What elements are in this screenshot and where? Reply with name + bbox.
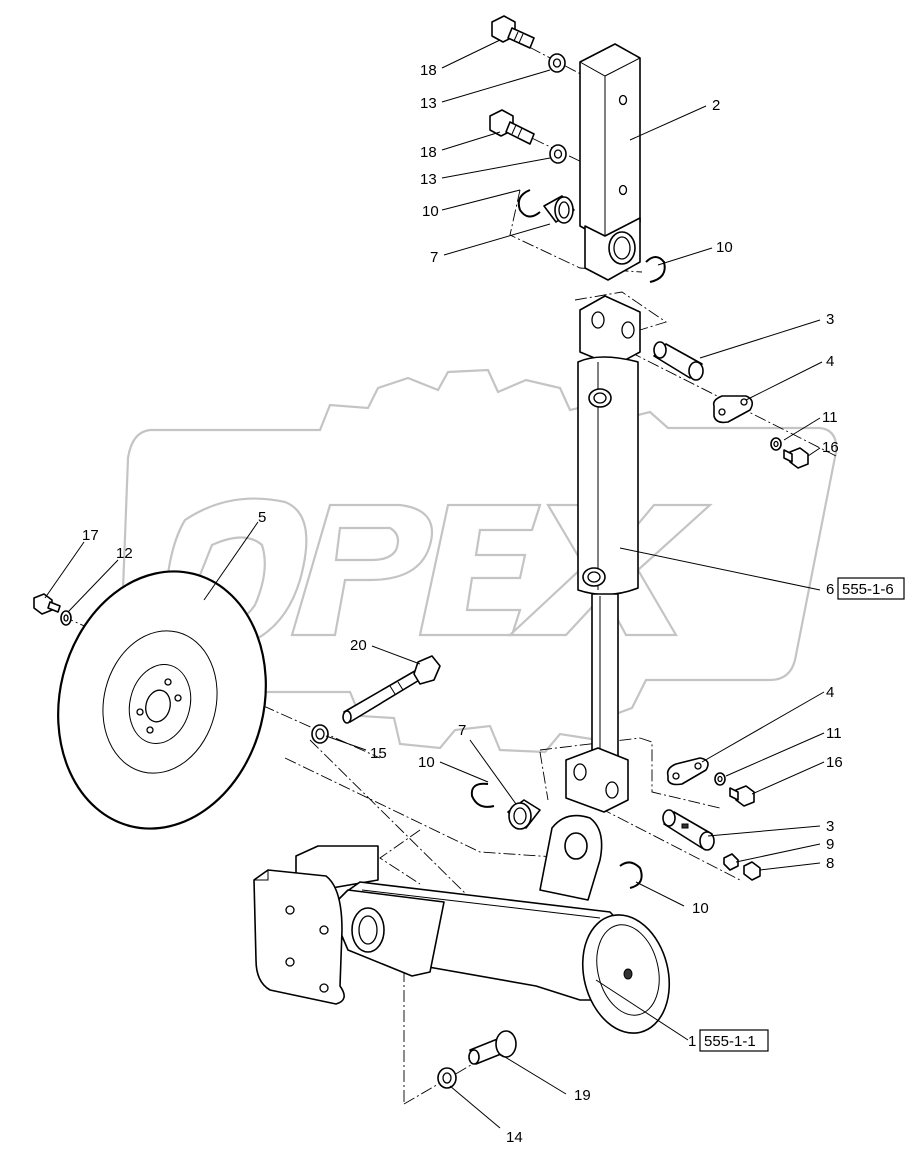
bearing-7-upper [543,195,575,224]
washer-12 [60,610,72,626]
bolt-19 [468,1030,517,1065]
callout-16-upper: 16 [822,439,839,456]
bolt-18-lower [489,109,535,145]
callout-10-b: 10 [716,239,733,256]
callout-15: 15 [370,745,387,762]
bolt-18-upper [491,15,535,49]
washer-13-upper [548,53,566,73]
bushing-15 [311,724,329,744]
callout-5: 5 [258,509,266,526]
part-1-main-arm [253,814,671,1034]
part-5-disc [57,570,267,830]
washer-14 [437,1067,457,1089]
callout-8: 8 [826,855,834,872]
callout-6: 6 [826,581,834,598]
washer-11-upper [770,437,782,451]
callout-10-c: 10 [418,754,435,771]
callout-labels: 18 13 2 18 13 10 7 10 3 4 11 16 5 17 12 … [82,62,905,1146]
ref-555-1-6: 555-1-6 [842,581,894,598]
callout-1: 1 [688,1033,696,1050]
pin-3-upper [653,341,704,381]
pin-3-lower [662,809,715,851]
ref-555-1-1: 555-1-1 [704,1033,756,1050]
bolt-16-upper [783,447,809,469]
callout-9: 9 [826,836,834,853]
callout-3-upper: 3 [826,311,834,328]
callout-20: 20 [350,637,367,654]
callout-3-lower: 3 [826,818,834,835]
washer-11-lower [714,772,726,786]
circlip-10-upper-right [645,256,666,283]
callout-16-lower: 16 [826,754,843,771]
bearing-7-lower [507,799,541,830]
callout-18-lower: 18 [420,144,437,161]
callout-2: 2 [712,97,720,114]
callout-10-a: 10 [422,203,439,220]
callout-13-lower: 13 [420,171,437,188]
leader-lines [44,39,825,1129]
bolt-16-lower [729,785,755,807]
callout-14: 14 [506,1129,523,1146]
part-2-upper-bracket [579,43,641,281]
circlip-10-upper-left [517,189,541,218]
circlip-10-lower-left [470,782,495,808]
callout-11-lower: 11 [826,725,842,742]
plate-4-upper [712,395,754,424]
bolt-17 [33,593,61,615]
ref-box-555-1-6 [837,577,905,600]
washer-13-lower [549,144,567,164]
cap-8 [743,861,761,881]
callout-4-upper: 4 [826,353,834,370]
callout-4-lower: 4 [826,684,834,701]
grease-nipple-9 [723,853,739,871]
callout-18-upper: 18 [420,62,437,79]
part-6-cylinder [565,295,641,813]
callout-17: 17 [82,527,99,544]
callout-10-d: 10 [692,900,709,917]
bolt-20 [342,655,441,724]
ref-box-555-1-1 [699,1029,769,1052]
plate-4-lower [666,757,709,786]
callout-7-lower: 7 [458,722,466,739]
circlip-10-lower-right [619,861,643,889]
callout-11-upper: 11 [822,409,838,426]
callout-12: 12 [116,545,133,562]
callout-13-upper: 13 [420,95,437,112]
callout-19: 19 [574,1087,591,1104]
callout-7-upper: 7 [430,249,438,266]
